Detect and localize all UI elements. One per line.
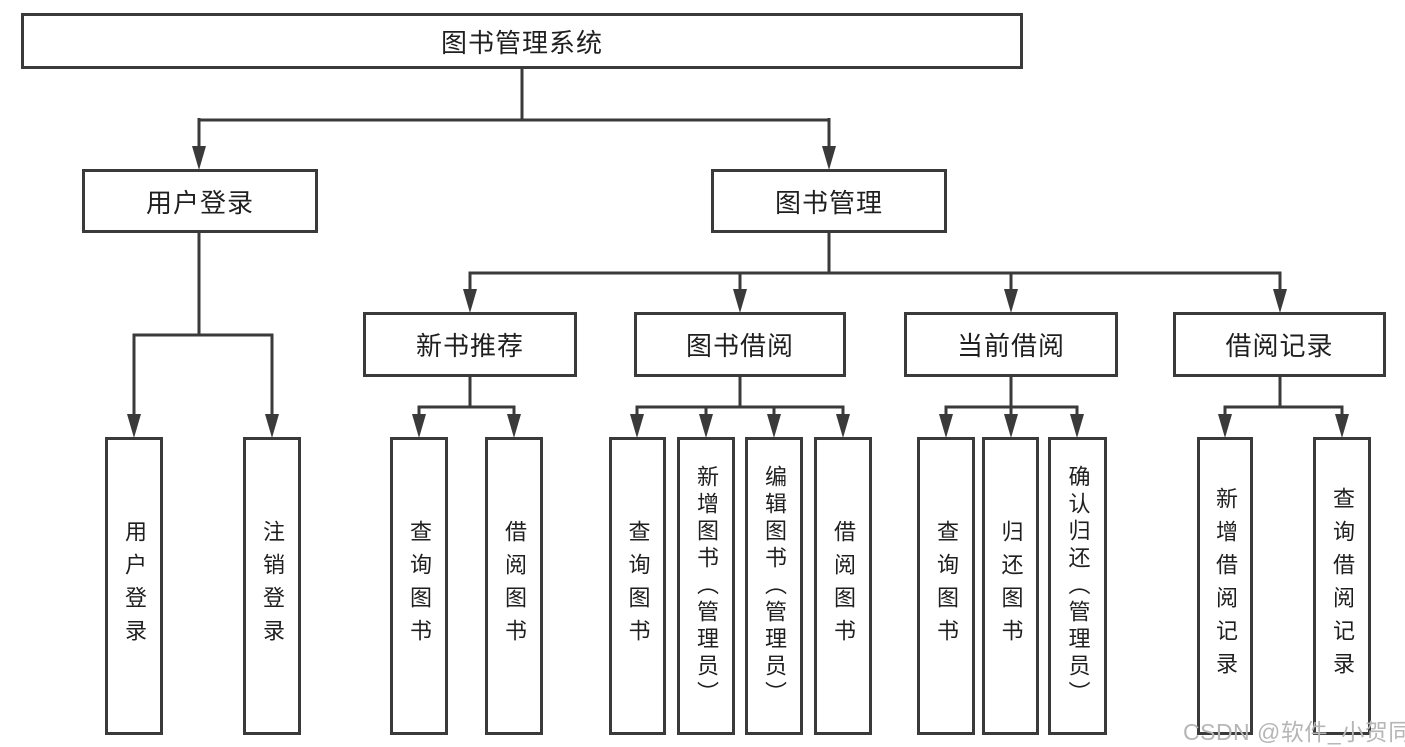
arrowheads-book-borrow (630, 414, 850, 438)
connector-user-login (132, 233, 274, 416)
arrowheads-new-book (412, 414, 521, 438)
leaf-bb-edit-book-label: 编辑图书（管理员） (762, 464, 787, 708)
arrowheads-root-to-level2 (192, 146, 836, 170)
leaf-cb-query-book: 查询图书 (917, 437, 975, 735)
node-root-title: 图书管理系统 (21, 13, 1023, 69)
leaf-br-add-record-label: 新增借阅记录 (1213, 487, 1238, 685)
arrowheads-user-login (127, 414, 279, 438)
leaf-bb-add-book-label: 新增图书（管理员） (694, 464, 719, 708)
leaf-bb-query-book-label: 查询图书 (625, 520, 651, 652)
leaf-br-query-record-label: 查询借阅记录 (1330, 487, 1355, 685)
connector-root-to-level2 (197, 69, 831, 150)
leaf-cb-return-book-label: 归还图书 (998, 520, 1024, 652)
leaf-bb-edit-book: 编辑图书（管理员） (745, 437, 803, 735)
leaf-nb-query-book: 查询图书 (390, 437, 448, 735)
leaf-br-query-record: 查询借阅记录 (1313, 437, 1371, 735)
leaf-nb-query-book-label: 查询图书 (407, 520, 432, 652)
leaf-user-login-label: 用户登录 (122, 520, 147, 652)
node-borrow-record: 借阅记录 (1173, 312, 1386, 377)
node-user-login: 用户登录 (82, 169, 318, 233)
connector-new-book (417, 377, 516, 416)
leaf-cb-query-book-label: 查询图书 (934, 520, 959, 652)
node-new-book-recommend: 新书推荐 (363, 312, 577, 377)
leaf-cb-confirm-return-label: 确认归还（管理员） (1065, 464, 1091, 708)
leaf-bb-borrow-book: 借阅图书 (814, 437, 872, 735)
watermark-text: CSDN @软件_小贺同学 (1183, 719, 1405, 745)
node-current-borrow: 当前借阅 (904, 312, 1118, 377)
arrowheads-current-borrow (939, 414, 1084, 438)
connector-current-borrow (944, 377, 1079, 416)
leaf-cb-return-book: 归还图书 (982, 437, 1039, 735)
connector-book-management (468, 233, 1282, 292)
leaf-nb-borrow-book: 借阅图书 (485, 437, 543, 735)
connector-book-borrow (635, 377, 845, 416)
leaf-bb-add-book: 新增图书（管理员） (677, 437, 735, 735)
connector-borrow-record (1223, 377, 1344, 416)
leaf-logout-label: 注销登录 (260, 520, 285, 652)
leaf-bb-borrow-book-label: 借阅图书 (831, 520, 856, 652)
leaf-br-add-record: 新增借阅记录 (1197, 437, 1253, 735)
leaf-bb-query-book: 查询图书 (609, 437, 666, 735)
leaf-logout: 注销登录 (243, 437, 301, 735)
arrowheads-borrow-record (1218, 414, 1349, 438)
node-book-borrow: 图书借阅 (634, 312, 846, 377)
leaf-nb-borrow-book-label: 借阅图书 (502, 520, 527, 652)
leaf-user-login: 用户登录 (105, 437, 163, 735)
leaf-cb-confirm-return: 确认归还（管理员） (1048, 437, 1107, 735)
node-book-management: 图书管理 (711, 169, 947, 233)
arrowheads-book-management (463, 289, 1287, 313)
